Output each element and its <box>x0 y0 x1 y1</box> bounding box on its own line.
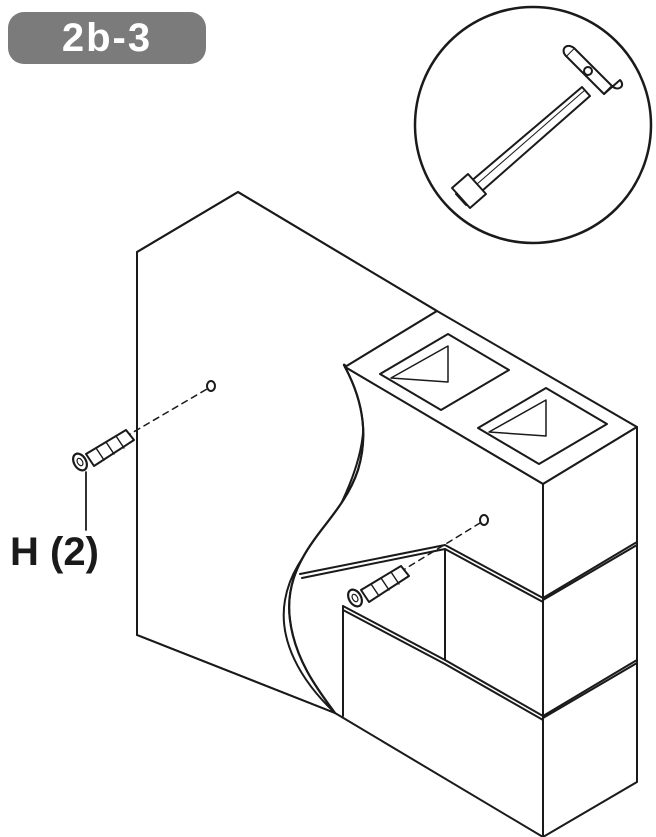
step-number-badge: 2b-3 <box>8 12 206 64</box>
wall-anchor <box>347 565 410 608</box>
drywall-top-edge <box>136 191 438 312</box>
pilot-hole <box>479 514 489 526</box>
tool-circle <box>413 5 653 245</box>
pilot-hole <box>206 380 216 392</box>
block-core-hole <box>379 333 510 411</box>
anchor-part-label: H (2) <box>10 530 99 574</box>
alignment-line <box>399 522 481 573</box>
wall-anchor <box>72 429 135 472</box>
alignment-line <box>124 388 208 438</box>
block-right-face <box>542 426 638 837</box>
hammer-icon <box>451 44 624 209</box>
tool-callout <box>413 5 653 245</box>
wall-assembly <box>136 191 638 837</box>
block-core-hole <box>477 387 608 465</box>
